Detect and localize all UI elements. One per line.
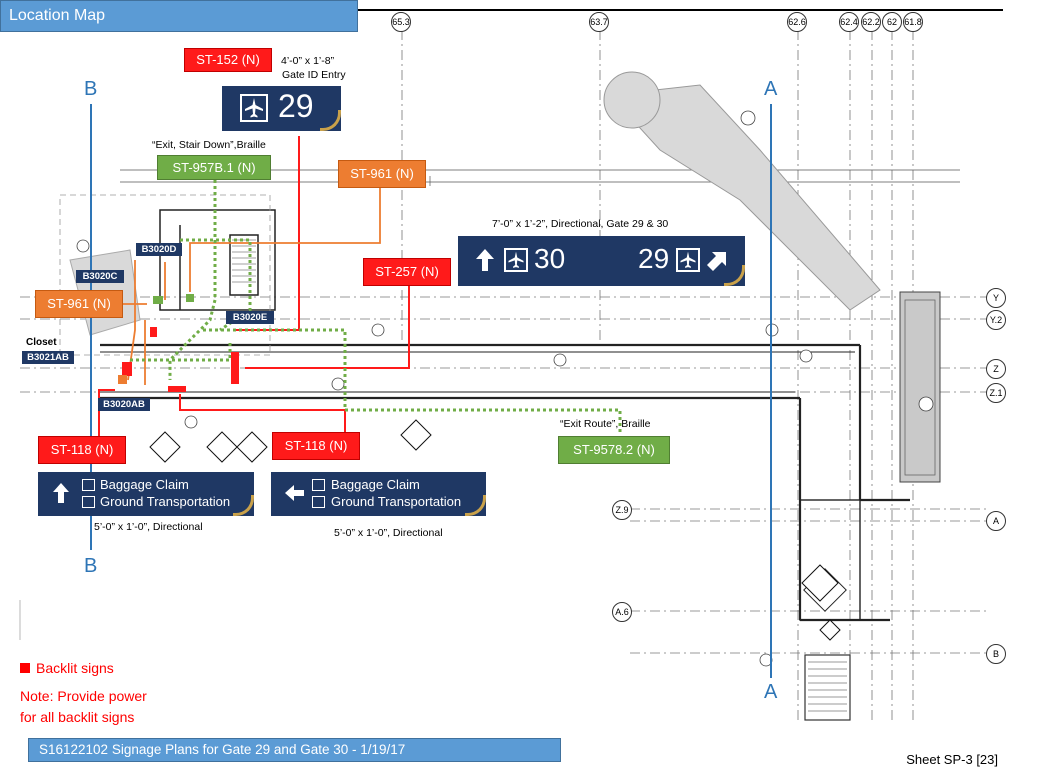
section-marker-a-top: A	[764, 78, 778, 100]
gate-id-size-label: 4’-0” x 1’-8”	[281, 55, 335, 67]
row-bubble: B	[986, 644, 1006, 664]
column-bubble: 62.4	[839, 12, 859, 32]
room-tag-b3020c: B3020C	[76, 270, 124, 283]
column-bubble: 62.6	[787, 12, 807, 32]
closet-label: Closet	[26, 337, 57, 348]
column-bubble: 62.2	[861, 12, 881, 32]
column-bubble: 63.7	[589, 12, 609, 32]
up-right-arrow-icon	[706, 248, 730, 277]
bus-icon	[82, 496, 95, 508]
sign-tag-st152[interactable]: ST-152 (N)	[184, 48, 272, 72]
row-bubble: Y.2	[986, 310, 1006, 330]
baggage-claim-sign-up: Baggage Claim Ground Transportation	[38, 472, 254, 516]
left-arrow-icon	[283, 483, 305, 508]
up-arrow-icon	[474, 247, 496, 278]
location-map-title: Location Map	[0, 0, 358, 32]
section-marker-b-top: B	[84, 78, 98, 100]
row-bubble: Z.9	[612, 500, 632, 520]
legend-backlit-row: Backlit signs	[20, 658, 147, 679]
sign-tag-st9578[interactable]: ST-9578.2 (N)	[558, 436, 670, 464]
sign-tag-st118-left[interactable]: ST-118 (N)	[38, 436, 126, 464]
airplane-icon	[240, 94, 268, 122]
bus-icon	[312, 496, 325, 508]
sign-tag-st961-left[interactable]: ST-961 (N)	[35, 290, 123, 318]
row-bubble: Z.1	[986, 383, 1006, 403]
baggage-claim-text: Baggage Claim	[100, 477, 189, 492]
ground-transport-text: Ground Transportation	[100, 494, 231, 509]
gate-29-sign: 29	[222, 86, 341, 131]
sign-accent-curve	[724, 265, 745, 286]
sign-tag-st961-right[interactable]: ST-961 (N)	[338, 160, 426, 188]
gate-id-desc-label: Gate ID Entry	[282, 69, 346, 81]
sign-tag-st118-mid[interactable]: ST-118 (N)	[272, 432, 360, 460]
sign-accent-curve	[465, 495, 486, 516]
sign-accent-curve	[320, 110, 341, 131]
legend-note-line1: Note: Provide power	[20, 688, 147, 704]
column-bubble: 62	[882, 12, 902, 32]
backlit-swatch-icon	[20, 663, 30, 673]
room-tag-b3021ab: B3021AB	[22, 351, 74, 364]
gate-30-number: 30	[534, 243, 566, 274]
sheet-number: Sheet SP-3 [23]	[906, 752, 998, 767]
directional-left-label: 5’-0” x 1’-0”, Directional	[94, 521, 203, 533]
row-bubble: Z	[986, 359, 1006, 379]
exit-route-label: “Exit Route”, Braille	[560, 418, 651, 430]
up-arrow-icon	[52, 481, 70, 510]
sign-tag-st957b1[interactable]: ST-957B.1 (N)	[157, 155, 271, 180]
column-bubble: 65.3	[391, 12, 411, 32]
directional-gate-sign: 30 29	[458, 236, 745, 286]
directional-right-label: 5’-0” x 1’-0”, Directional	[334, 527, 443, 539]
room-tag-b3020d: B3020D	[136, 243, 182, 256]
row-bubble: Y	[986, 288, 1006, 308]
directional-size-label: 7’-0” x 1’-2”, Directional, Gate 29 & 30	[492, 218, 669, 230]
baggage-icon	[82, 479, 95, 491]
ground-transport-text: Ground Transportation	[331, 494, 462, 509]
sign-tag-st257[interactable]: ST-257 (N)	[363, 258, 451, 286]
row-bubble: A.6	[612, 602, 632, 622]
airplane-icon	[504, 248, 528, 272]
footer-title-bar: S16122102 Signage Plans for Gate 29 and …	[28, 738, 561, 762]
legend-backlit-text: Backlit signs	[36, 660, 114, 676]
gate-29-number: 29	[638, 243, 670, 274]
baggage-claim-sign-left: Baggage Claim Ground Transportation	[271, 472, 486, 516]
row-bubble: A	[986, 511, 1006, 531]
section-marker-a-bottom: A	[764, 681, 778, 703]
room-tag-b3020ab: B3020AB	[98, 398, 150, 411]
gate-29-number: 29	[278, 88, 314, 124]
room-tag-b3020e: B3020E	[226, 311, 274, 324]
airplane-icon	[676, 248, 700, 272]
sign-accent-curve	[233, 495, 254, 516]
column-bubble: 61.8	[903, 12, 923, 32]
baggage-claim-text: Baggage Claim	[331, 477, 420, 492]
legend: Backlit signs Note: Provide power for al…	[20, 658, 147, 728]
baggage-icon	[312, 479, 325, 491]
legend-note-line2: for all backlit signs	[20, 709, 135, 725]
section-marker-b-bottom: B	[84, 555, 98, 577]
exit-stair-label: “Exit, Stair Down”,Braille	[152, 139, 266, 151]
